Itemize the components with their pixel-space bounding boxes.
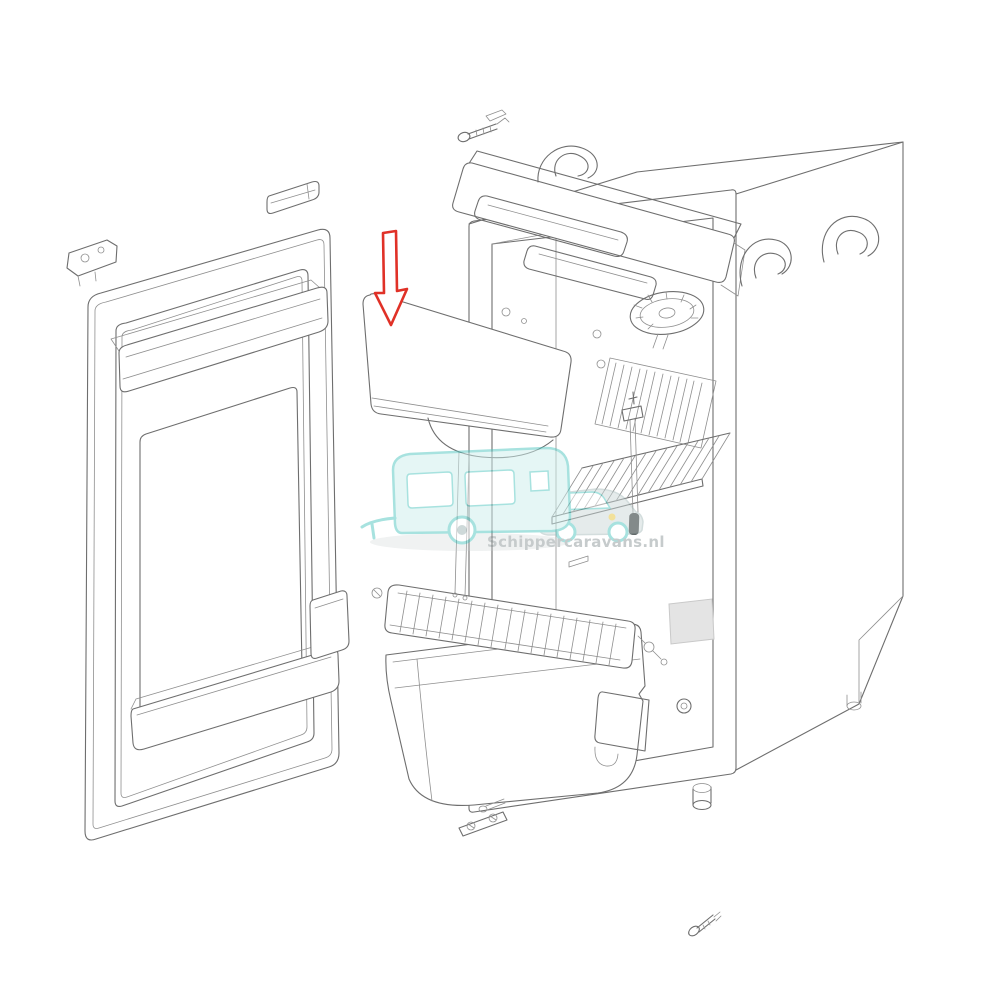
power-cord-loop-side: [821, 215, 880, 263]
evaporator-cover-panel: [362, 293, 572, 601]
power-cord-loop-right: [739, 238, 792, 287]
fridge-door: [66, 180, 350, 841]
door-trim-clip: [266, 180, 320, 215]
mounting-screw: [457, 109, 510, 143]
ice-maker-knob: [629, 291, 705, 350]
rating-label: [668, 598, 715, 645]
hinge-pin: [676, 698, 692, 714]
mounting-bracket-bottom: [458, 798, 508, 837]
power-cord-loop-top: [537, 145, 598, 183]
indicator-arrow: [373, 229, 409, 327]
door-hinge-bracket: [66, 239, 118, 287]
fixing-screw-bottom-right: [688, 911, 722, 937]
watermark-text: Schippercaravans.nl: [487, 533, 665, 551]
watermark: Schippercaravans.nl: [360, 446, 665, 551]
vent-slot: [474, 195, 628, 257]
grid-shelf: [371, 584, 668, 669]
leveling-foot-front: [692, 783, 712, 811]
control-display: [523, 245, 657, 301]
shelf-fixing-pins: [371, 587, 668, 666]
watermark-caravan: [360, 446, 572, 545]
drain-bracket: [568, 555, 589, 568]
door-gasket: [114, 269, 315, 807]
vent-control-panel: [452, 109, 792, 301]
door-side-pocket: [309, 590, 350, 659]
door-top-shelf: [110, 279, 329, 393]
cooling-fins: [594, 357, 717, 449]
leveling-foot-rear: [846, 691, 862, 711]
tray-pocket: [594, 691, 650, 752]
